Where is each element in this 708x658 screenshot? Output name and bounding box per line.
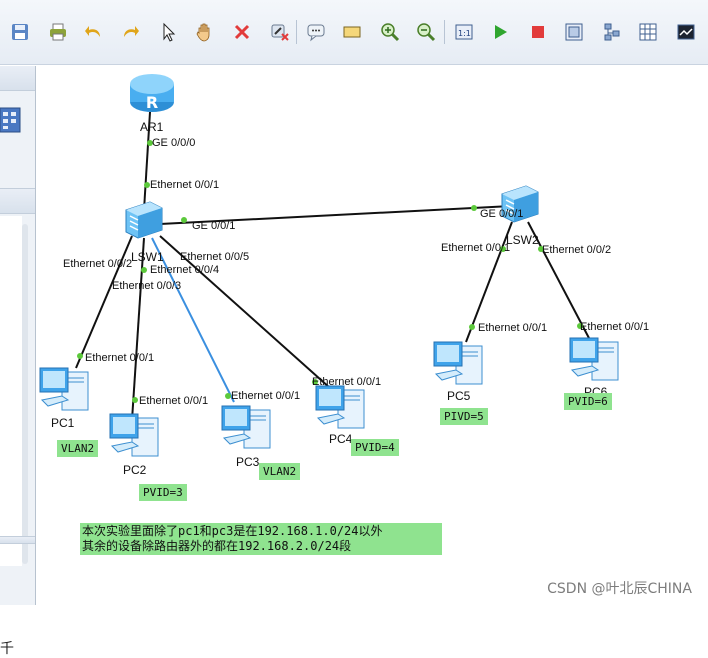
switch-lsw1[interactable]: [124, 200, 164, 244]
device-list-scrollbar[interactable]: [22, 224, 28, 564]
port-label: GE 0/0/0: [152, 137, 196, 149]
port-dot: [538, 246, 544, 252]
port-dot: [312, 379, 318, 385]
note-line: 本次实验里面除了pc1和pc3是在192.168.1.0/24以外: [82, 524, 383, 538]
port-dot: [469, 324, 475, 330]
device-label-pc3: PC3: [236, 455, 260, 469]
fit-view-icon[interactable]: 1:1: [452, 20, 476, 44]
port-label: Ethernet 0/0/1: [580, 321, 650, 333]
port-dot: [144, 182, 150, 188]
port-dot: [77, 353, 83, 359]
port-label: Ethernet 0/0/1: [139, 395, 209, 407]
annotation-note[interactable]: 本次实验里面除了pc1和pc3是在192.168.1.0/24以外 其余的设备除…: [80, 523, 442, 555]
svg-text:R: R: [146, 93, 158, 112]
device-panel: 千: [0, 66, 36, 657]
port-label: GE 0/0/1: [480, 208, 524, 220]
port-dot: [141, 267, 147, 273]
pc-pc1[interactable]: [38, 364, 92, 418]
print-icon[interactable]: [46, 20, 70, 44]
pc-icon: [433, 341, 483, 385]
port-label: Ethernet 0/0/2: [542, 244, 612, 256]
pc-icon: [221, 405, 271, 449]
port-dot: [577, 323, 583, 329]
pc-pc2[interactable]: [108, 410, 162, 464]
pc-pc3[interactable]: [220, 402, 274, 456]
port-label: Ethernet 0/0/1: [231, 390, 301, 402]
switch-lsw2[interactable]: [500, 184, 540, 228]
port-label: Ethernet 0/0/1: [150, 179, 220, 191]
panel-divider: [0, 536, 35, 544]
panel-section-bar[interactable]: [0, 188, 35, 214]
pc-pc5[interactable]: [432, 338, 486, 392]
device-label-pc2: PC2: [123, 463, 147, 477]
port-label: Ethernet 0/0/1: [312, 376, 382, 388]
rectangle-icon[interactable]: [340, 20, 364, 44]
pc-icon: [315, 385, 365, 429]
pc-pc4[interactable]: [314, 382, 368, 436]
vlan-tag-pc2[interactable]: PVID=3: [139, 484, 187, 501]
start-device-icon[interactable]: [488, 20, 512, 44]
port-label: GE 0/0/1: [192, 220, 236, 232]
hand-drag-icon[interactable]: [192, 20, 216, 44]
pc-pc6[interactable]: [568, 334, 622, 388]
toolbar: 1:1: [0, 0, 708, 65]
switch-icon: [125, 201, 163, 239]
vlan-tag-pc6[interactable]: PVID=6: [564, 393, 612, 410]
device-label-lsw1: LSW1: [131, 250, 164, 264]
port-dot: [471, 205, 477, 211]
delete-icon[interactable]: [230, 20, 254, 44]
device-label-pc4: PC4: [329, 432, 353, 446]
undo-icon[interactable]: [82, 20, 106, 44]
port-label: Ethernet 0/0/3: [112, 280, 182, 292]
panel-header: [0, 66, 35, 91]
zoom-in-icon[interactable]: [378, 20, 402, 44]
device-category-icon[interactable]: [0, 106, 22, 134]
port-label: Ethernet 0/0/4: [150, 264, 220, 276]
pc-icon: [39, 367, 89, 411]
panel-truncated-text: 千: [0, 641, 14, 657]
port-label: Ethernet 0/0/5: [180, 251, 250, 263]
save-icon[interactable]: [8, 20, 32, 44]
delete-link-icon[interactable]: [268, 20, 292, 44]
device-label-lsw2: LSW2: [506, 233, 539, 247]
device-label-pc5: PC5: [447, 389, 471, 403]
vlan-tag-pc5[interactable]: PIVD=5: [440, 408, 488, 425]
pc-icon: [569, 337, 619, 381]
port-dot: [500, 246, 506, 252]
port-label: Ethernet 0/0/2: [63, 258, 133, 270]
port-label: Ethernet 0/0/1: [85, 352, 155, 364]
switch-icon: [501, 185, 539, 223]
capture-icon[interactable]: [562, 20, 586, 44]
console-icon[interactable]: [674, 20, 698, 44]
vlan-tag-pc4[interactable]: PVID=4: [351, 439, 399, 456]
port-label: Ethernet 0/0/1: [478, 322, 548, 334]
router-ar1[interactable]: R: [128, 70, 176, 120]
port-label: Ethernet 0/0/1: [441, 242, 511, 254]
grid-icon[interactable]: [636, 20, 660, 44]
redo-icon[interactable]: [118, 20, 142, 44]
port-dot: [225, 393, 231, 399]
text-note-icon[interactable]: [304, 20, 328, 44]
router-icon: R: [130, 74, 174, 112]
pc-icon: [109, 413, 159, 457]
port-dot: [132, 397, 138, 403]
zoom-out-icon[interactable]: [414, 20, 438, 44]
port-dot: [147, 140, 153, 146]
stop-device-icon[interactable]: [526, 20, 550, 44]
device-label-ar1: AR1: [140, 120, 164, 134]
select-pointer-icon[interactable]: [156, 20, 180, 44]
topology-icon[interactable]: [600, 20, 624, 44]
note-line: 其余的设备除路由器外的都在192.168.2.0/24段: [82, 539, 352, 553]
port-dot: [181, 217, 187, 223]
device-list: [0, 216, 22, 566]
device-label-pc1: PC1: [51, 416, 75, 430]
svg-text:1:1: 1:1: [458, 29, 471, 38]
watermark: CSDN @叶北辰CHINA: [547, 581, 692, 597]
vlan-tag-pc1[interactable]: VLAN2: [57, 440, 99, 457]
vlan-tag-pc3[interactable]: VLAN2: [259, 463, 301, 480]
